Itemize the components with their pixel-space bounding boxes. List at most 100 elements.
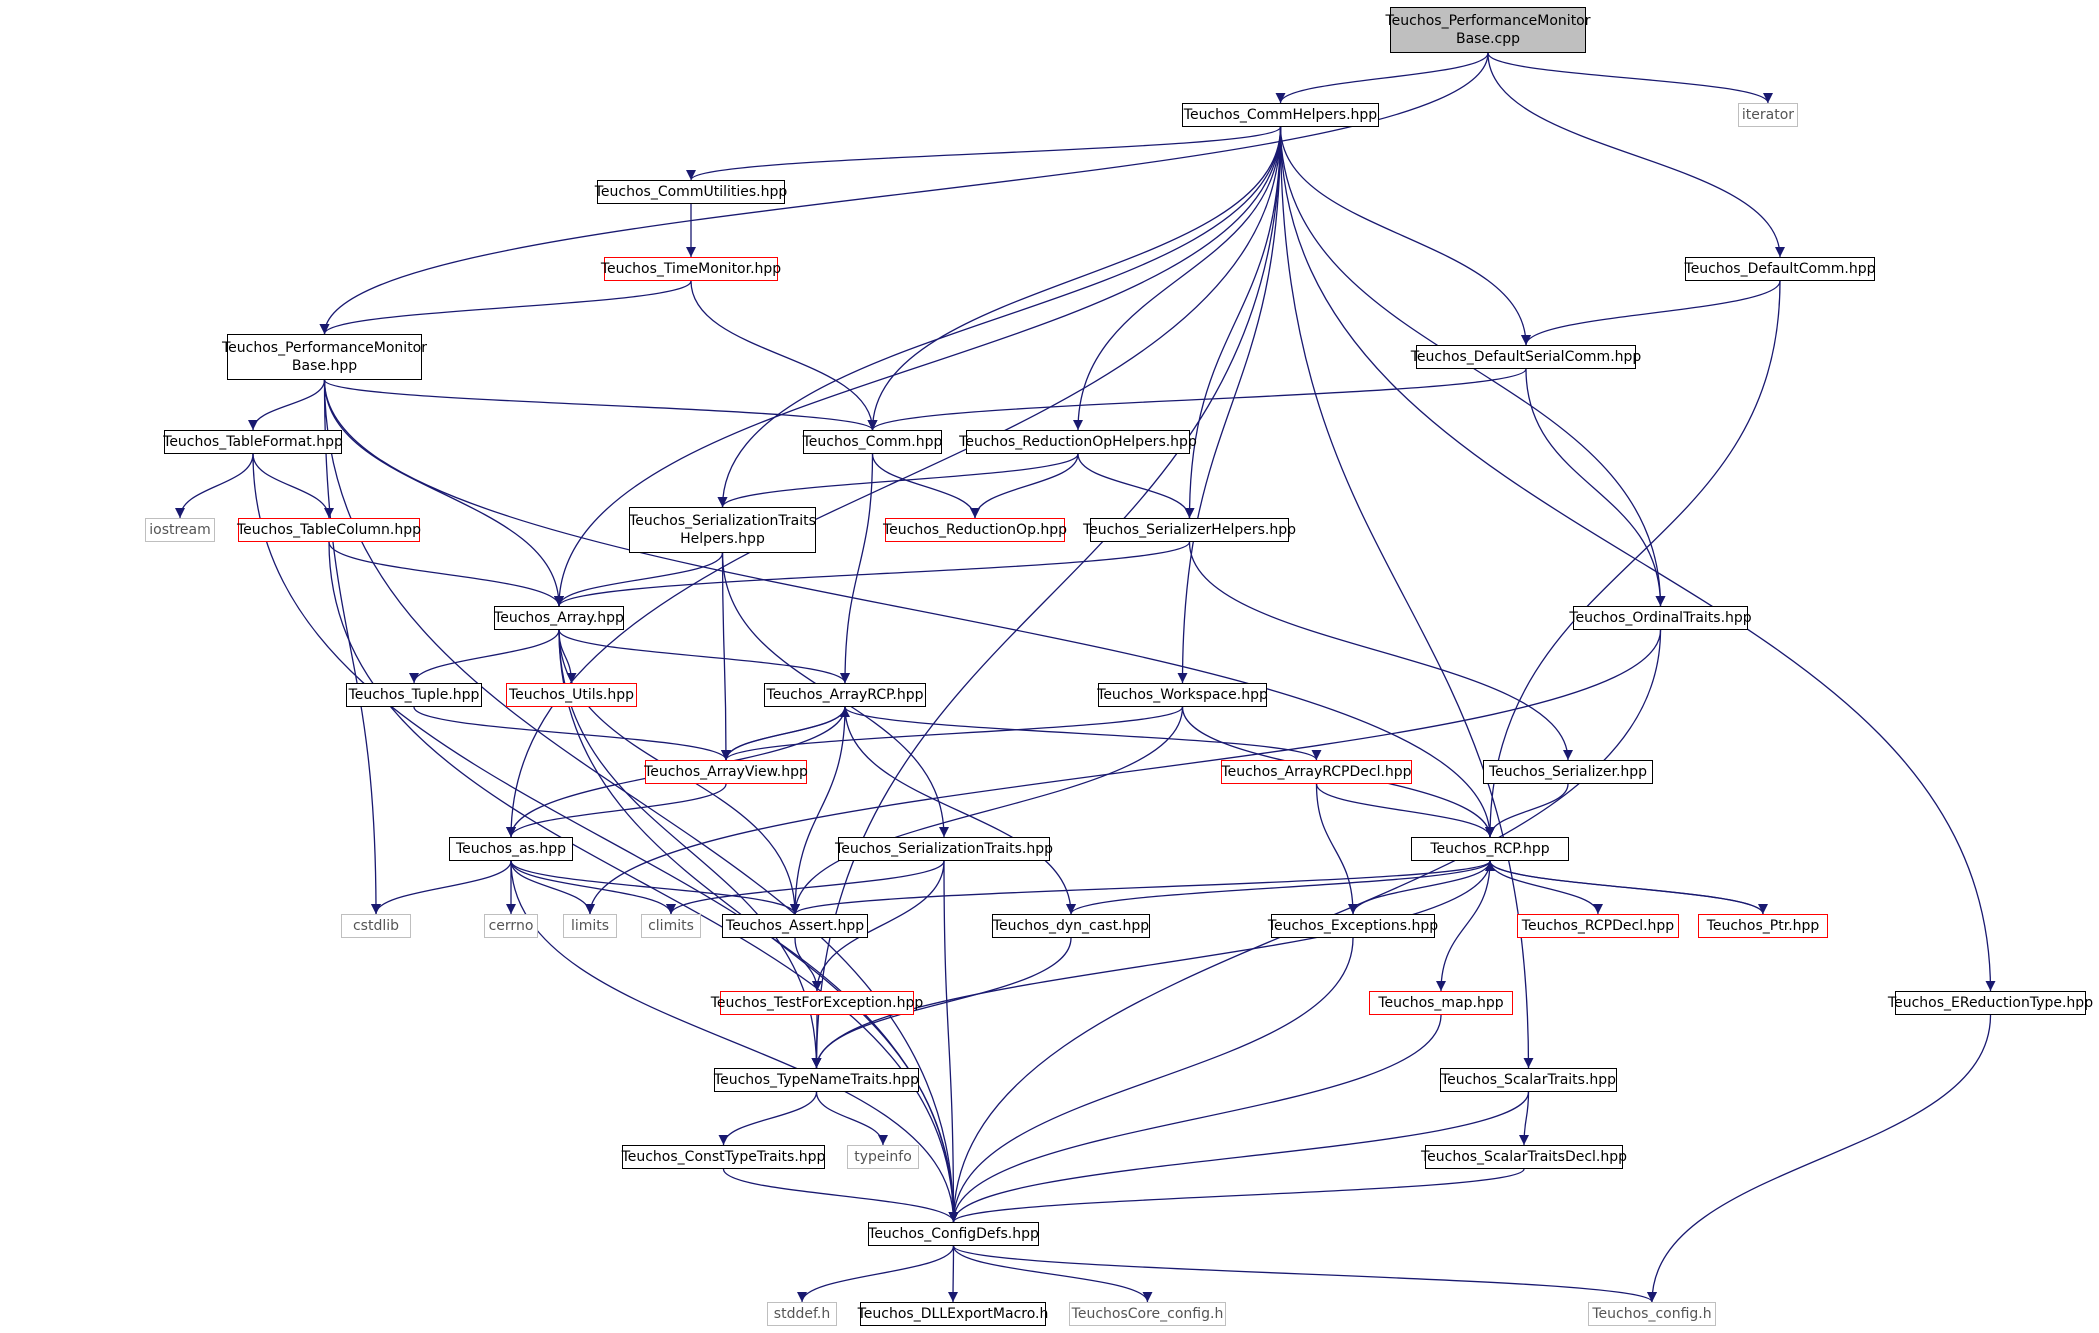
file-node-teuchos-workspace-hpp[interactable]: Teuchos_Workspace.hpp [1097, 683, 1268, 707]
file-node-teuchos-utils-hpp[interactable]: Teuchos_Utils.hpp [506, 683, 637, 707]
file-node-label: Teuchos_SerializationTraits.hpp [835, 841, 1053, 857]
file-node-teuchos-configdefs-hpp[interactable]: Teuchos_ConfigDefs.hpp [868, 1222, 1039, 1246]
file-node-teuchos-serializer-hpp[interactable]: Teuchos_Serializer.hpp [1483, 760, 1653, 784]
file-node-label: Teuchos_Comm.hpp [802, 434, 943, 450]
file-node-teuchos-config-h[interactable]: Teuchos_config.h [1588, 1302, 1716, 1326]
file-node-climits[interactable]: climits [641, 914, 701, 938]
file-node-stddef-h[interactable]: stddef.h [767, 1302, 837, 1326]
edge-perfmon_hpp-to-comm [323, 379, 878, 431]
edge-arrayrcp-to-assert [790, 706, 846, 915]
file-node-label: Teuchos_ArrayRCPDecl.hpp [1221, 764, 1412, 780]
file-node-label: Teuchos_PerformanceMonitor [1385, 13, 1591, 29]
edge-serializerhelpers-to-array [554, 541, 1191, 607]
edge-arrayrcpdecl-to-rcp [1315, 783, 1495, 838]
edge-assert-to-testforexception [794, 937, 822, 992]
edge-typenametraits-to-typeinfo [815, 1091, 888, 1146]
file-node-cstdlib[interactable]: cstdlib [341, 914, 411, 938]
file-node-label: Teuchos_ConstTypeTraits.hpp [621, 1149, 826, 1165]
edge-commhelpers-to-array [554, 126, 1282, 607]
file-node-teuchos-ptr-hpp[interactable]: Teuchos_Ptr.hpp [1698, 914, 1828, 938]
file-node-label: Teuchos_ScalarTraitsDecl.hpp [1420, 1149, 1628, 1165]
edge-perfmon_cpp-to-defaultcomm [1487, 52, 1785, 258]
file-node-teuchos-defaultcomm-hpp[interactable]: Teuchos_DefaultComm.hpp [1685, 257, 1875, 281]
edge-array-to-tuple [409, 629, 560, 684]
edge-configdefs-to-stddef [797, 1245, 955, 1303]
edge-as-to-assert [510, 860, 800, 915]
file-node-teuchos-dyn-cast-hpp[interactable]: Teuchos_dyn_cast.hpp [992, 914, 1150, 938]
file-node-teuchos-ereductiontype-hpp[interactable]: Teuchos_EReductionType.hpp [1888, 991, 2093, 1015]
file-node-teuchos-consttypetraits-hpp[interactable]: Teuchos_ConstTypeTraits.hpp [622, 1145, 825, 1169]
file-node-label: Teuchos_ReductionOp.hpp [882, 522, 1068, 538]
file-node-label: TeuchosCore_config.h [1071, 1306, 1224, 1322]
file-node-teuchos-testforexception-hpp[interactable]: Teuchos_TestForException.hpp [711, 991, 923, 1015]
file-node-teuchos-comm-hpp[interactable]: Teuchos_Comm.hpp [803, 430, 942, 454]
edge-tableformat-to-tablecolumn [252, 453, 334, 519]
file-node-teuchos-dllexportmacro-h[interactable]: Teuchos_DLLExportMacro.h [858, 1302, 1048, 1326]
edge-tuple-to-arrayview [413, 706, 731, 761]
file-node-teuchos-typenametraits-hpp[interactable]: Teuchos_TypeNameTraits.hpp [714, 1068, 919, 1092]
file-node-teuchos-array-hpp[interactable]: Teuchos_Array.hpp [494, 606, 624, 630]
file-node-label: Teuchos_Ptr.hpp [1706, 918, 1820, 934]
file-node-label: Teuchos_Workspace.hpp [1097, 687, 1268, 703]
file-node-teuchos-serializerhelpers-hpp[interactable]: Teuchos_SerializerHelpers.hpp [1083, 518, 1296, 542]
file-node-label: Teuchos_dyn_cast.hpp [992, 918, 1150, 934]
file-node-label: Teuchos_Serializer.hpp [1488, 764, 1648, 780]
file-node-teuchos-commutilities-hpp[interactable]: Teuchos_CommUtilities.hpp [595, 180, 787, 204]
edge-scalartraitsdecl-to-configdefs [948, 1168, 1525, 1223]
file-node-teuchos-tableformat-hpp[interactable]: Teuchos_TableFormat.hpp [163, 430, 343, 454]
file-node-teuchos-scalartraits-hpp[interactable]: Teuchos_ScalarTraits.hpp [1440, 1068, 1617, 1092]
edge-commhelpers-to-typenametraits [811, 126, 1282, 1069]
file-node-teuchos-as-hpp[interactable]: Teuchos_as.hpp [449, 837, 573, 861]
file-node-label: Teuchos_ArrayRCP.hpp [766, 687, 924, 703]
file-node-teuchoscore-config-h[interactable]: TeuchosCore_config.h [1069, 1302, 1226, 1326]
file-node-teuchos-serializationtraits-hpp[interactable]: Teuchos_SerializationTraits.hpp [835, 837, 1053, 861]
file-node-label: Teuchos_TableFormat.hpp [163, 434, 343, 450]
edge-timemonitor-to-comm [690, 280, 878, 431]
file-node-teuchos-commhelpers-hpp[interactable]: Teuchos_CommHelpers.hpp [1182, 103, 1379, 127]
file-node-teuchos-arrayview-hpp[interactable]: Teuchos_ArrayView.hpp [644, 760, 808, 784]
edge-reductionophelpers-to-serializerhelpers [1077, 453, 1195, 519]
edge-scalartraits-to-scalartraitsdecl [1519, 1091, 1530, 1146]
edge-perfmon_hpp-to-rcp [323, 379, 1495, 838]
file-node-teuchos-map-hpp[interactable]: Teuchos_map.hpp [1369, 991, 1513, 1015]
edge-serializationtraits-to-climits [666, 860, 945, 915]
file-node-label: Teuchos_Utils.hpp [509, 687, 634, 703]
edge-as-to-cstdlib [371, 860, 512, 915]
file-node-iterator[interactable]: iterator [1738, 103, 1798, 127]
file-node-teuchos-rcp-hpp[interactable]: Teuchos_RCP.hpp [1411, 837, 1569, 861]
edge-defaultcomm-to-rcp [1485, 280, 1781, 838]
edge-serializationtraits-to-testforexception [812, 860, 945, 992]
file-node-limits[interactable]: limits [563, 914, 617, 938]
file-node-label: Teuchos_SerializerHelpers.hpp [1083, 522, 1296, 538]
file-node-label: Teuchos_ConfigDefs.hpp [868, 1226, 1039, 1242]
edge-perfmon_cpp-to-perfmon_hpp [319, 52, 1489, 335]
file-node-iostream[interactable]: iostream [145, 518, 215, 542]
file-node-teuchos-reductionophelpers-hpp[interactable]: Teuchos_ReductionOpHelpers.hpp [959, 430, 1197, 454]
edge-map-to-configdefs [948, 1014, 1442, 1223]
file-node-label: climits [648, 918, 694, 934]
file-node-teuchos-tuple-hpp[interactable]: Teuchos_Tuple.hpp [346, 683, 482, 707]
file-node-teuchos-timemonitor-hpp[interactable]: Teuchos_TimeMonitor.hpp [601, 257, 781, 281]
file-node-teuchos-rcpdecl-hpp[interactable]: Teuchos_RCPDecl.hpp [1517, 914, 1679, 938]
file-node-label: Teuchos_SerializationTraits [629, 513, 816, 529]
file-node-cerrno[interactable]: cerrno [484, 914, 538, 938]
file-node-typeinfo[interactable]: typeinfo [847, 1145, 919, 1169]
file-node-label: Teuchos_DefaultComm.hpp [1684, 261, 1876, 277]
edge-serializationtraits-to-configdefs [943, 860, 959, 1223]
file-node-teuchos-defaultserialcomm-hpp[interactable]: Teuchos_DefaultSerialComm.hpp [1411, 345, 1641, 369]
file-node-teuchos-reductionop-hpp[interactable]: Teuchos_ReductionOp.hpp [882, 518, 1068, 542]
file-node-teuchos-arrayrcp-hpp[interactable]: Teuchos_ArrayRCP.hpp [764, 683, 926, 707]
file-node-label: cstdlib [352, 918, 400, 934]
file-node-teuchos-arrayrcpdecl-hpp[interactable]: Teuchos_ArrayRCPDecl.hpp [1221, 760, 1412, 784]
edge-rcp-to-dyncast [1066, 860, 1491, 915]
file-node-teuchos-exceptions-hpp[interactable]: Teuchos_Exceptions.hpp [1268, 914, 1438, 938]
edge-commhelpers-to-serializerhelpers [1184, 126, 1282, 519]
file-node-teuchos-tablecolumn-hpp[interactable]: Teuchos_TableColumn.hpp [237, 518, 421, 542]
file-node-teuchos-ordinaltraits-hpp[interactable]: Teuchos_OrdinalTraits.hpp [1569, 606, 1752, 630]
file-node-teuchos-scalartraitsdecl-hpp[interactable]: Teuchos_ScalarTraitsDecl.hpp [1421, 1145, 1627, 1169]
file-node-teuchos-assert-hpp[interactable]: Teuchos_Assert.hpp [722, 914, 868, 938]
